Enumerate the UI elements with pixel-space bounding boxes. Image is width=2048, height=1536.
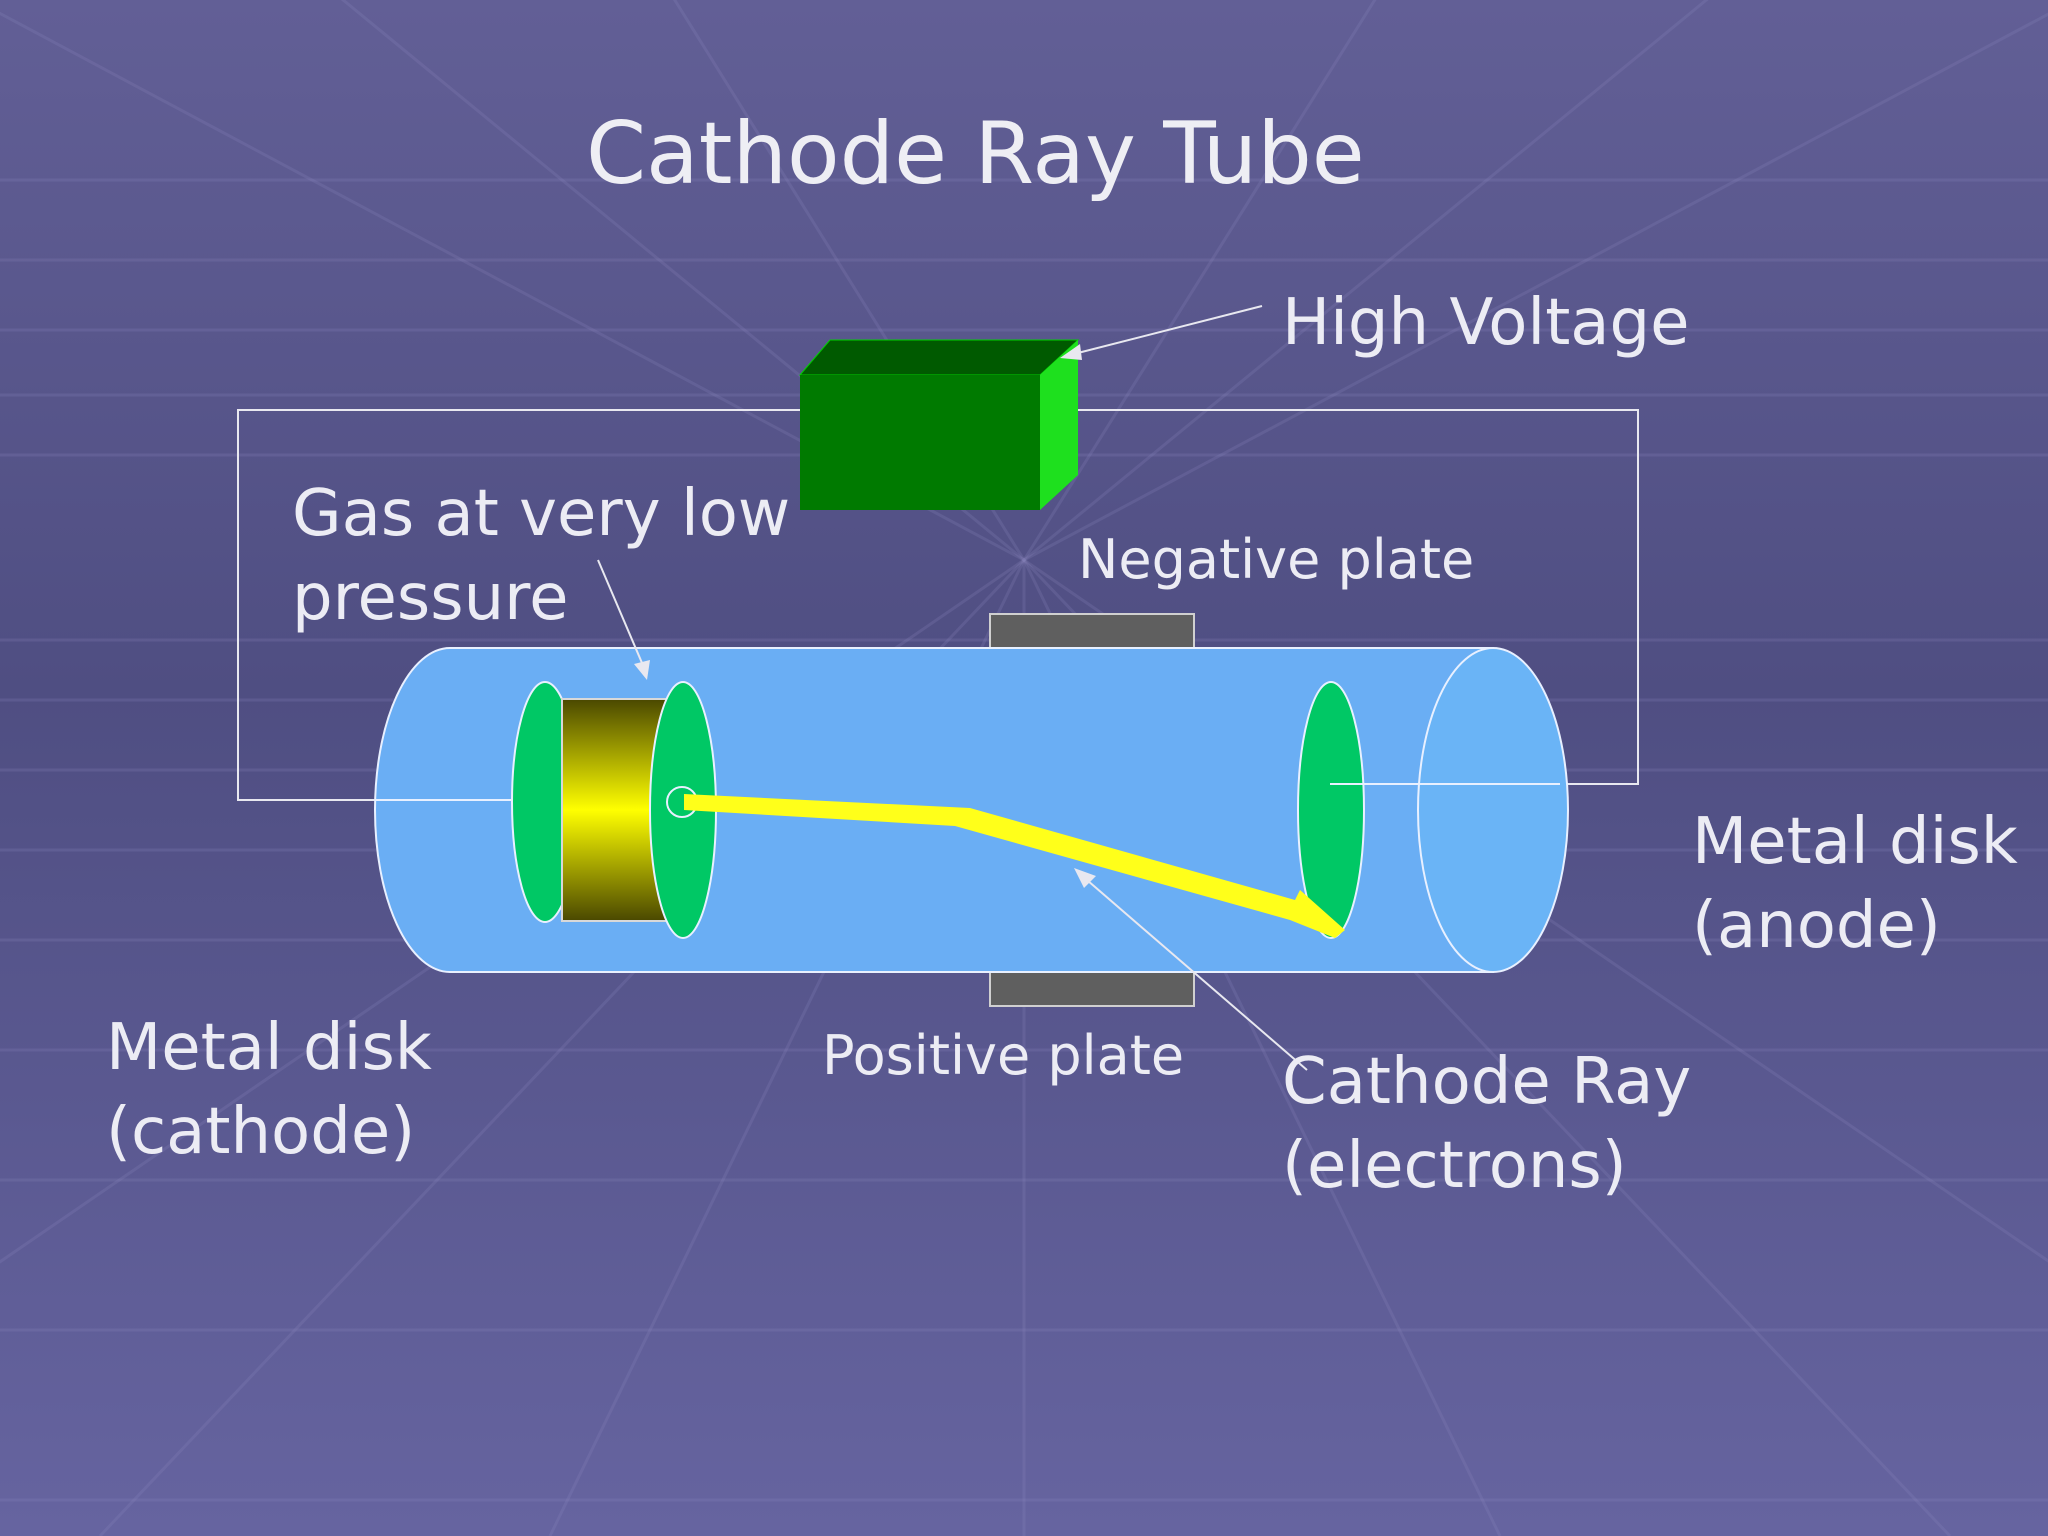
anode-label: Metal disk (anode) bbox=[1692, 800, 2018, 968]
tube-end-cap bbox=[1417, 647, 1569, 973]
high-voltage-source bbox=[798, 339, 1080, 510]
battery-front bbox=[800, 375, 1040, 510]
cathode-ray-label: Cathode Ray (electrons) bbox=[1282, 1040, 1691, 1208]
page-title: Cathode Ray Tube bbox=[586, 104, 1365, 204]
ray-label-line1: Cathode Ray bbox=[1282, 1045, 1692, 1119]
negative-plate-label: Negative plate bbox=[1078, 528, 1475, 591]
high-voltage-label: High Voltage bbox=[1282, 286, 1690, 360]
negative-plate bbox=[989, 613, 1195, 651]
ray-label-line2: (electrons) bbox=[1282, 1129, 1627, 1203]
gas-label-line1: Gas at very low bbox=[292, 477, 791, 551]
battery-top bbox=[798, 339, 1080, 376]
gas-pressure-label: Gas at very low pressure bbox=[292, 472, 790, 640]
positive-plate-label: Positive plate bbox=[822, 1024, 1185, 1087]
anode-disk bbox=[1297, 681, 1365, 939]
cathode-label-line2: (cathode) bbox=[106, 1095, 416, 1169]
positive-plate bbox=[989, 971, 1195, 1007]
battery-side bbox=[1040, 340, 1078, 510]
anode-label-line2: (anode) bbox=[1692, 889, 1941, 963]
pointer-lines bbox=[597, 305, 1308, 1071]
pointer-arrowheads bbox=[634, 344, 1096, 888]
cathode-label-line1: Metal disk bbox=[106, 1011, 432, 1085]
cathode-label: Metal disk (cathode) bbox=[106, 1006, 432, 1174]
gas-label-line2: pressure bbox=[292, 561, 569, 635]
anode-label-line1: Metal disk bbox=[1692, 805, 2018, 879]
cathode-ray-beam bbox=[684, 794, 1345, 938]
